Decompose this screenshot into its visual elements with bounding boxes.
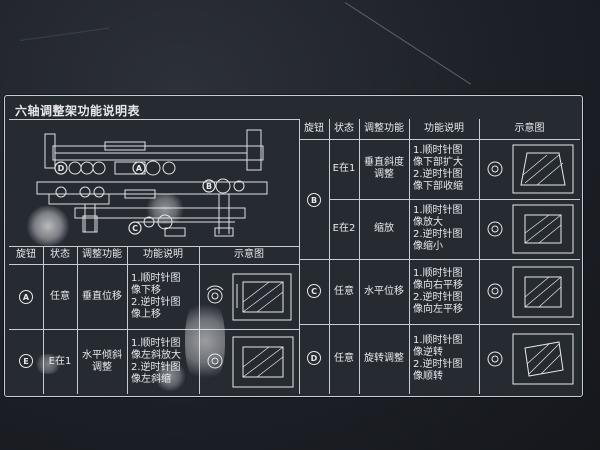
header-function: 调整功能 (364, 123, 404, 134)
grid-line (9, 264, 299, 265)
knob-a-badge: A (19, 290, 33, 304)
grid-line (329, 199, 580, 200)
row-b2-diagram (487, 204, 574, 254)
grid-line (359, 119, 360, 394)
grid-line (299, 119, 300, 394)
knob-e-badge: E (19, 354, 33, 368)
frame-diagram-svg: D A B C (36, 129, 268, 237)
header-diagram: 示意图 (234, 249, 264, 260)
grid-line (9, 246, 299, 247)
row-a-description: 1.顺时针图 像下移 2.逆时针图 像上移 (131, 272, 181, 320)
knob-c-badge: C (307, 284, 321, 298)
row-c-description: 1.顺时针图 像向右平移 2.逆时针图 像向左平移 (413, 267, 463, 315)
light-glare (145, 194, 185, 224)
row-d-diagram (487, 333, 574, 385)
surface-scratch (344, 2, 472, 85)
light-glare (155, 361, 185, 391)
row-b1-function: 垂直斜度 调整 (364, 157, 404, 180)
header-knob: 旋钮 (304, 123, 324, 134)
grid-line (43, 246, 44, 394)
label-d: D (58, 164, 65, 173)
header-description: 功能说明 (143, 249, 183, 260)
row-d-state: 任意 (334, 353, 354, 364)
right-function-table: 旋钮 状态 调整功能 功能说明 示意图 B E在1 垂直斜度 调整 1.顺时针图… (299, 119, 580, 394)
surface-scratch (19, 27, 110, 41)
grid-line (329, 119, 330, 394)
row-c-state: 任意 (334, 285, 354, 297)
light-glare (185, 296, 225, 386)
header-description: 功能说明 (424, 123, 464, 134)
header-state: 状态 (50, 249, 70, 260)
row-b2-description: 1.顺时针图 像放大 2.逆时针图 像缩小 (413, 205, 463, 252)
grid-line (77, 246, 78, 394)
row-e-function: 水平倾斜 调整 (82, 349, 122, 373)
row-b1-description: 1.顺时针图 像下部扩大 2.逆时针图 像下部收缩 (413, 145, 463, 192)
grid-line (479, 119, 480, 394)
header-function: 调整功能 (82, 249, 122, 260)
title-divider (9, 119, 299, 120)
grid-line (299, 139, 329, 140)
knob-b-badge: B (307, 193, 321, 207)
grid-line (299, 259, 580, 260)
header-diagram: 示意图 (514, 123, 545, 134)
plate-title: 六轴调整架功能说明表 (15, 104, 141, 118)
row-a-function: 垂直位移 (82, 290, 122, 302)
grid-line (329, 139, 580, 140)
row-c-diagram (487, 266, 574, 318)
row-b2-function: 缩放 (374, 223, 394, 234)
row-b2-state: E在2 (332, 223, 356, 234)
row-b1-diagram (487, 144, 574, 194)
row-b1-state: E在1 (332, 163, 356, 174)
header-knob: 旋钮 (16, 249, 36, 260)
row-c-function: 水平位移 (364, 285, 404, 297)
light-glare (27, 206, 69, 246)
row-e-state: E在1 (48, 355, 72, 367)
row-e-description: 1.顺时针图 像左斜放大 2.逆时针图 像左斜缩 (131, 337, 181, 385)
label-a: A (136, 164, 143, 173)
row-d-description: 1.顺时针图 像逆转 2.逆时针图 像顺转 (413, 335, 463, 382)
row-d-function: 旋转调整 (364, 353, 404, 364)
grid-line (9, 329, 299, 330)
row-a-diagram (206, 273, 292, 321)
grid-line (299, 324, 580, 325)
function-plate: 六轴调整架功能说明表 (4, 95, 583, 397)
row-a-state: 任意 (50, 290, 70, 302)
grid-line (127, 246, 128, 394)
header-state: 状态 (334, 123, 354, 134)
knob-d-badge: D (307, 351, 321, 365)
adjustment-frame-drawing: D A B C (15, 124, 295, 242)
label-c: C (132, 224, 138, 233)
grid-line (409, 119, 410, 394)
light-glare (35, 354, 61, 374)
label-b: B (206, 182, 212, 191)
